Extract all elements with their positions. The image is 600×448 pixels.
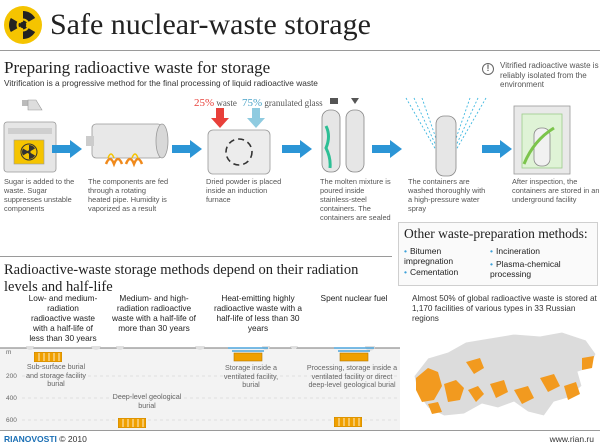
layer-caption-ventilated: Storage inside a ventilated facility, bu…	[223, 363, 279, 390]
russia-map	[404, 328, 600, 430]
method-bitumen: •Bitumen impregnation	[404, 246, 454, 266]
step-caption-5: The containers are washed thoroughly wit…	[408, 177, 486, 213]
steel-containers-illustration	[318, 96, 372, 176]
step-caption-1: Sugar is added to the waste. Sugar suppr…	[4, 177, 75, 213]
underground-storage-illustration	[512, 104, 572, 176]
column-header-heat: Heat-emitting highly radioactive waste w…	[213, 293, 303, 333]
depth-200: 200	[6, 373, 17, 380]
method-plasma: •Plasma-chemical processing	[490, 259, 561, 279]
heated-pipe-illustration	[86, 118, 172, 170]
info-icon: !	[482, 63, 494, 75]
ground-cross-section	[0, 340, 400, 430]
sugar-container-illustration	[2, 98, 60, 176]
other-methods-box	[398, 222, 598, 286]
step-caption-6: After inspection, the containers are sto…	[512, 177, 600, 204]
column-header-medium: Medium- and high-radiation radioactive w…	[112, 293, 196, 333]
page-title: Safe nuclear-waste storage	[50, 8, 371, 41]
process-arrow-2	[172, 140, 202, 158]
step-caption-3: Dried powder is placed inside an inducti…	[206, 177, 282, 204]
step-caption-4: The molten mixture is poured inside stai…	[320, 177, 391, 222]
spent-fuel-deep-container	[333, 414, 363, 428]
radiation-hazard-icon	[4, 6, 42, 44]
process-arrow-4	[372, 140, 402, 158]
spent-fuel-storage-container	[334, 346, 374, 362]
footer-site-link[interactable]: www.rian.ru	[549, 434, 594, 444]
waste-percentage: 25% waste	[194, 97, 237, 109]
process-arrow-5	[482, 140, 512, 158]
column-header-low: Low- and medium-radiation radioactive wa…	[28, 293, 98, 343]
footer-divider	[0, 430, 600, 431]
deep-burial-container	[117, 415, 147, 429]
layer-caption-deep: Deep-level geological burial	[112, 392, 182, 410]
header-divider	[0, 50, 600, 51]
layer-caption-surface: Sub-surface burial and storage facility …	[26, 362, 86, 389]
ventilated-storage-container	[228, 346, 268, 362]
glass-percentage: 75% granulated glass	[242, 97, 323, 109]
surface-burial-container	[33, 349, 63, 363]
water-spray-illustration	[400, 94, 492, 178]
induction-furnace-illustration	[204, 108, 274, 176]
depth-400: 400	[6, 395, 17, 402]
process-arrow-1	[52, 140, 82, 158]
vitrification-note: Vitrified radioactive waste is reliably …	[500, 61, 599, 90]
storage-title: Radioactive-waste storage methods depend…	[4, 262, 359, 296]
footer-brand: RIANOVOSTI © 2010	[4, 434, 87, 444]
storage-statistic: Almost 50% of global radioactive waste i…	[412, 294, 597, 323]
vitrification-title: Preparing radioactive waste for storage	[4, 58, 271, 77]
vitrification-subtitle: Vitrification is a progressive method fo…	[4, 78, 318, 88]
other-methods-title: Other waste-preparation methods:	[404, 226, 588, 241]
layer-caption-spent-fuel: Processing, storage inside a ventilated …	[306, 363, 398, 390]
depth-unit: m	[6, 349, 12, 356]
method-incineration: •Incineration	[490, 246, 540, 256]
method-cementation: •Cementation	[404, 267, 459, 277]
section-divider	[0, 256, 392, 257]
column-header-fuel: Spent nuclear fuel	[320, 293, 388, 303]
depth-600: 600	[6, 417, 17, 424]
step-caption-2: The components are fed through a rotatin…	[88, 177, 169, 213]
process-arrow-3	[282, 140, 312, 158]
